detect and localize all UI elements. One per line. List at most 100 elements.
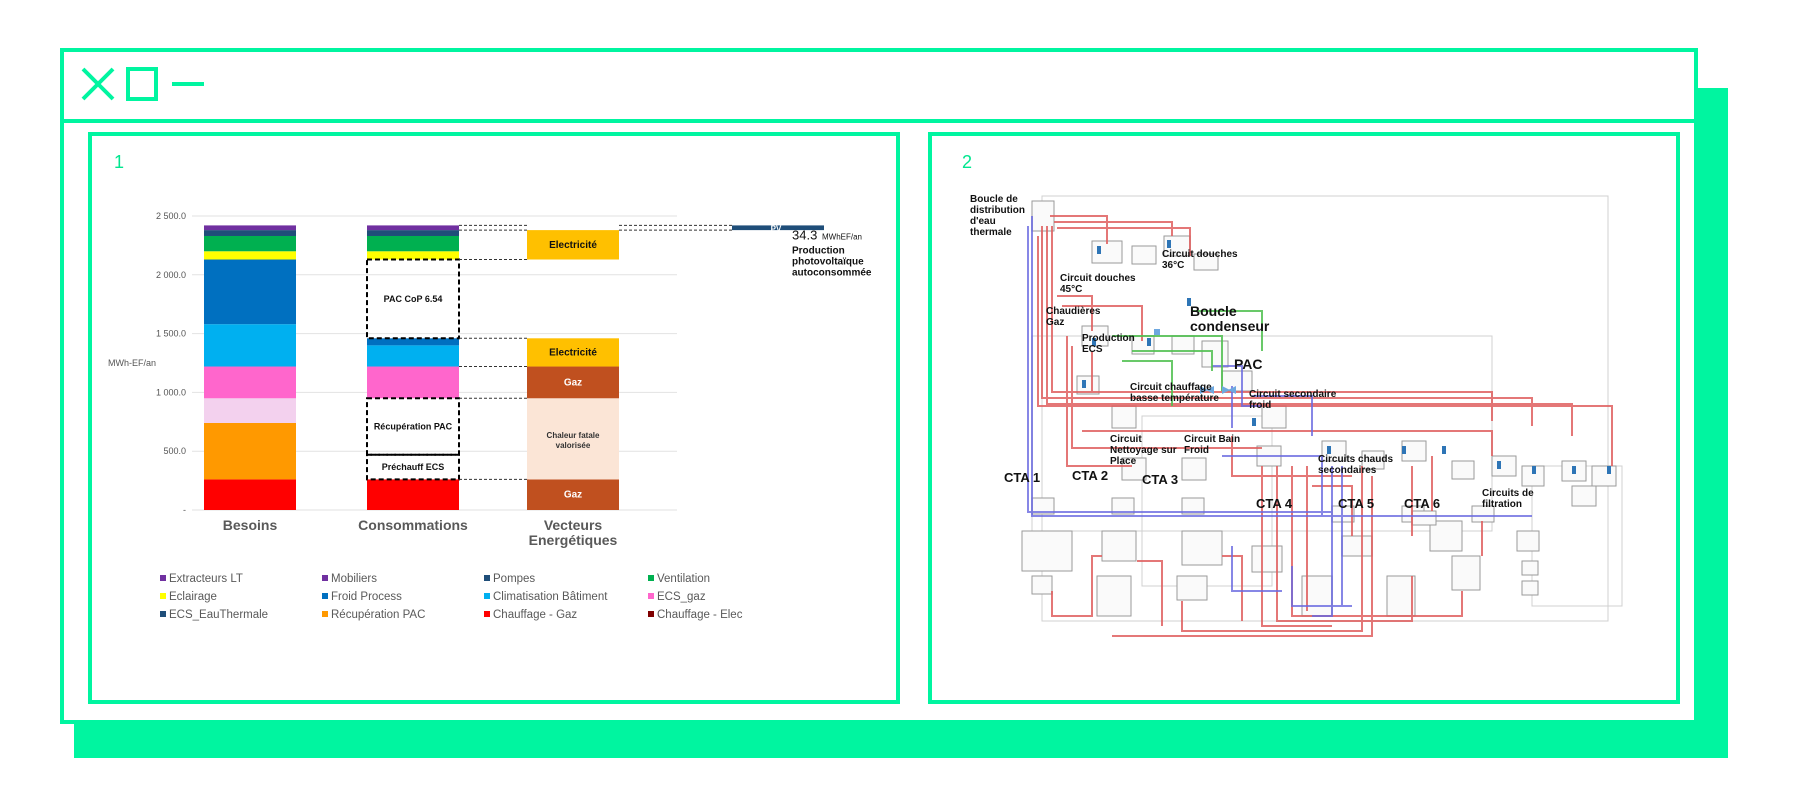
pv-label: PV: [771, 224, 782, 233]
legend-label: Climatisation Bâtiment: [493, 591, 608, 603]
panel-number: 2: [962, 152, 973, 172]
legend-label: Chauffage - Elec: [657, 609, 743, 621]
bar-segment: [204, 259, 296, 325]
bar-segment: [204, 230, 296, 236]
legend-swatch: [648, 593, 654, 599]
bar-segment: [367, 479, 459, 510]
legend-swatch: [648, 575, 654, 581]
bar-segment: [367, 225, 459, 231]
y-tick-label: 2 000.0: [156, 270, 186, 280]
bar-data-label: Electricité: [549, 347, 597, 358]
legend-swatch: [322, 593, 328, 599]
label-cta: CTA 1: [1004, 470, 1040, 485]
y-tick-label: 1 500.0: [156, 329, 186, 339]
legend-swatch: [322, 575, 328, 581]
legend-swatch: [484, 575, 490, 581]
bar-segment: [527, 398, 619, 480]
legend-swatch: [484, 593, 490, 599]
y-tick-label: 2 500.0: [156, 211, 186, 221]
legend-swatch: [160, 611, 166, 617]
label-cta: CTA 3: [1142, 472, 1178, 487]
category-label: Consommations: [358, 517, 468, 533]
legend-label: Récupération PAC: [331, 609, 425, 621]
bar-segment: [204, 422, 296, 480]
bar-segment: [204, 398, 296, 423]
y-axis-label: MWh-EF/an: [108, 358, 156, 368]
bar-segment: [204, 251, 296, 260]
dashed-box: [366, 258, 460, 340]
legend-label: ECS_EauThermale: [169, 609, 268, 621]
legend-swatch: [648, 611, 654, 617]
legend-label: ECS_gaz: [657, 591, 706, 603]
legend-label: Ventilation: [657, 573, 710, 585]
panel-number: 1: [114, 152, 125, 172]
bar-segment: [367, 366, 459, 399]
pv-value: 34.3: [792, 228, 817, 243]
category-label: Besoins: [223, 517, 278, 533]
legend-swatch: [322, 611, 328, 617]
label-cta: CTA 5: [1338, 496, 1374, 511]
bar-segment: [204, 366, 296, 399]
legend-label: Mobiliers: [331, 573, 377, 585]
bar-segment: [527, 338, 619, 367]
dashed-box-label: PAC CoP 6.54: [384, 294, 443, 304]
bar-segment: [204, 479, 296, 510]
label-cta: CTA 4: [1256, 496, 1293, 511]
legend-label: Froid Process: [331, 591, 402, 603]
bar-segment: [367, 345, 459, 367]
close-icon[interactable]: [80, 66, 116, 102]
app-window: 1 2 500.0 2 000.0 1 500.0 1 000.0 500.0 - MWh-…: [60, 48, 1698, 724]
bar-segment: [367, 235, 459, 252]
energy-chart: 2 500.0 2 000.0 1 500.0 1 000.0 500.0 - MWh-EF…: [108, 211, 872, 621]
bar-data-label: Gaz: [564, 377, 582, 388]
minimize-icon[interactable]: [170, 66, 206, 102]
panel-chart: 1 2 500.0 2 000.0 1 500.0 1 000.0 500.0 - MWh-…: [88, 132, 900, 704]
y-tick-label: -: [183, 505, 186, 515]
title-bar: [64, 52, 1694, 123]
dashed-box: [366, 397, 460, 456]
bar-segment: [367, 338, 459, 346]
dashed-box-label: Récupération PAC: [374, 422, 453, 432]
legend-swatch: [484, 611, 490, 617]
legend-label: Eclairage: [169, 591, 217, 603]
bar-segment: [367, 230, 459, 236]
label-cta: CTA 6: [1404, 496, 1440, 511]
y-tick-label: 500.0: [163, 446, 186, 456]
pv-bar: [732, 225, 824, 231]
legend-swatch: [160, 593, 166, 599]
bar-segment: [527, 230, 619, 260]
bar-segment: [204, 225, 296, 231]
bar-data-label: Gaz: [564, 490, 582, 501]
panel-diagram: 2: [928, 132, 1680, 704]
legend-label: Pompes: [493, 573, 535, 585]
y-tick-label: 1 000.0: [156, 387, 186, 397]
legend-swatch: [160, 575, 166, 581]
dashed-box-label: Préchauff ECS: [382, 462, 445, 472]
bar-segment: [367, 251, 459, 260]
bar-segment: [204, 324, 296, 367]
dashed-box: [366, 453, 460, 481]
label-cta: CTA 2: [1072, 468, 1108, 483]
bar-segment: [527, 366, 619, 399]
label-pac: PAC: [1234, 356, 1263, 372]
pv-unit: MWhEF/an: [822, 233, 862, 242]
bar-data-label: Electricité: [549, 240, 597, 251]
legend-label: Extracteurs LT: [169, 573, 243, 585]
bar-segment: [204, 235, 296, 252]
bar-segment: [527, 479, 619, 510]
maximize-icon[interactable]: [126, 66, 160, 102]
